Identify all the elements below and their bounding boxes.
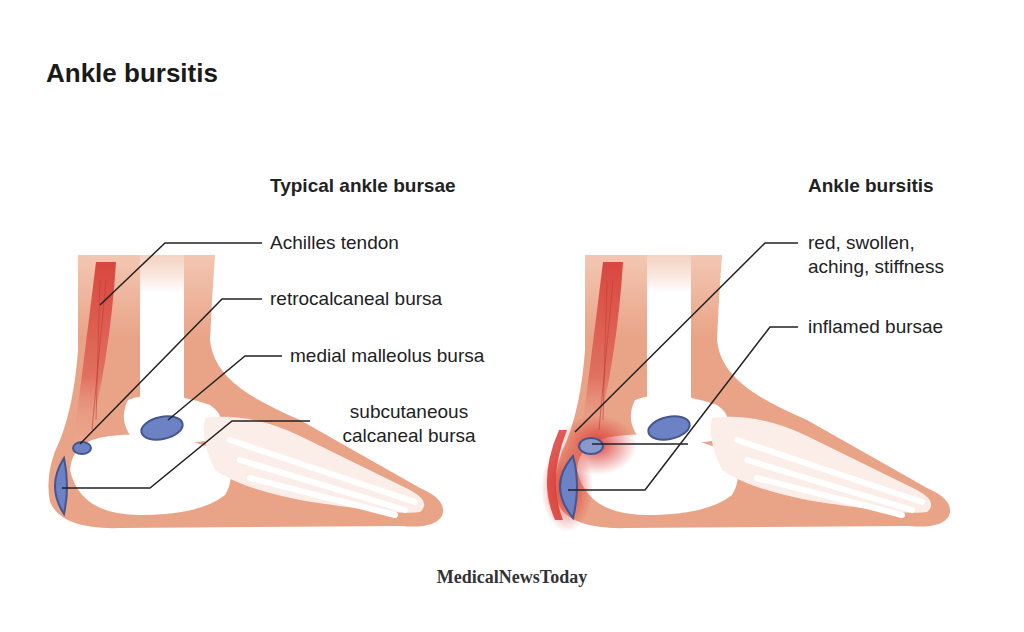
part-label: retrocalcaneal bursa [270,287,500,311]
part-label: medial malleolus bursa [290,344,530,368]
panel-title: Typical ankle bursae [270,174,530,198]
page-title: Ankle bursitis [46,58,218,89]
part-label: Achilles tendon [270,231,490,255]
leader-lines [62,243,798,490]
panel-title: Ankle bursitis [808,174,1008,198]
part-label: subcutaneous calcaneal bursa [314,400,504,448]
watermark: MedicalNewsToday [412,565,612,589]
symptom-label: red, swollen, aching, stiffness [808,231,978,279]
part-label: inflamed bursae [808,315,998,339]
